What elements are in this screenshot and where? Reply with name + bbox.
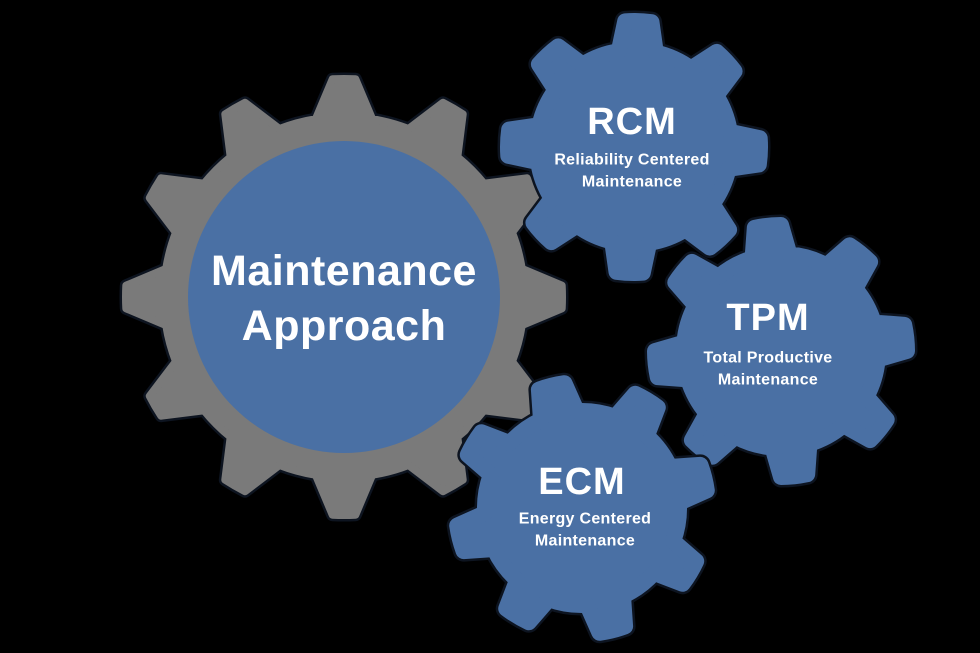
tpm-abbr-label: TPM [726,297,809,339]
tpm-gear-shape [647,217,915,485]
tpm-name-line1: Total Productive [704,350,833,367]
rcm-name-line2: Maintenance [582,174,682,191]
hub-title-line1: Maintenance [211,247,477,295]
gear-hub: Maintenance Approach [119,72,569,522]
gear-ecm: ECM Energy Centered Maintenance [446,372,718,644]
hub-center-circle [188,141,500,453]
gear-tpm: TPM Total Productive Maintenance [644,214,918,488]
rcm-gear-shape [500,13,768,281]
ecm-gear-shape [449,375,715,641]
ecm-abbr-label: ECM [538,461,625,503]
rcm-abbr-label: RCM [587,101,677,143]
tpm-name-line2: Maintenance [718,372,818,389]
ecm-name-line1: Energy Centered [519,511,652,528]
rcm-name-line1: Reliability Centered [554,152,709,169]
gear-rcm: RCM Reliability Centered Maintenance [497,10,771,284]
hub-title-line2: Approach [242,302,447,350]
ecm-name-line2: Maintenance [535,533,635,550]
